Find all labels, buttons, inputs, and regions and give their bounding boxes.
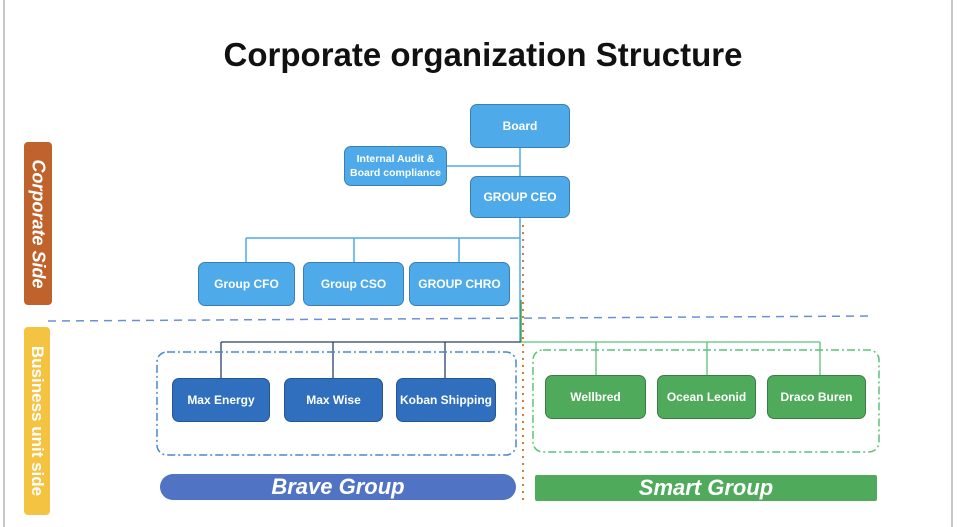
corporate-connectors [245, 148, 521, 342]
brave-group-container [156, 351, 517, 456]
page-border-left [3, 0, 5, 527]
max-energy-box[interactable]: Max Energy [172, 378, 270, 422]
group-cfo-box[interactable]: Group CFO [198, 262, 295, 306]
brave-group-banner: Brave Group [160, 474, 516, 500]
wellbred-box[interactable]: Wellbred [545, 375, 646, 419]
chart-title: Corporate organization Structure [223, 36, 743, 73]
group-ceo-box[interactable]: GROUP CEO [470, 176, 570, 218]
business-side-text: Business unit side [28, 345, 47, 497]
business-side-label: Business unit side [24, 327, 50, 515]
smart-connectors [520, 300, 821, 375]
max-wise-box[interactable]: Max Wise [284, 378, 383, 422]
corporate-side-text: Corporate Side [28, 158, 49, 289]
page-border-right [951, 0, 953, 527]
corporate-side-label: Corporate Side [24, 142, 52, 305]
section-divider [47, 315, 873, 322]
internal-audit-box[interactable]: Internal Audit & Board compliance [344, 146, 447, 186]
group-chro-box[interactable]: GROUP CHRO [409, 262, 510, 306]
board-box[interactable]: Board [470, 104, 570, 148]
brave-connectors [220, 341, 521, 378]
group-cso-box[interactable]: Group CSO [303, 262, 404, 306]
smart-group-banner: Smart Group [535, 475, 877, 501]
ocean-leonid-box[interactable]: Ocean Leonid [657, 375, 756, 419]
smart-group-container [532, 349, 880, 453]
draco-buren-box[interactable]: Draco Buren [767, 375, 866, 419]
koban-shipping-box[interactable]: Koban Shipping [396, 378, 496, 422]
